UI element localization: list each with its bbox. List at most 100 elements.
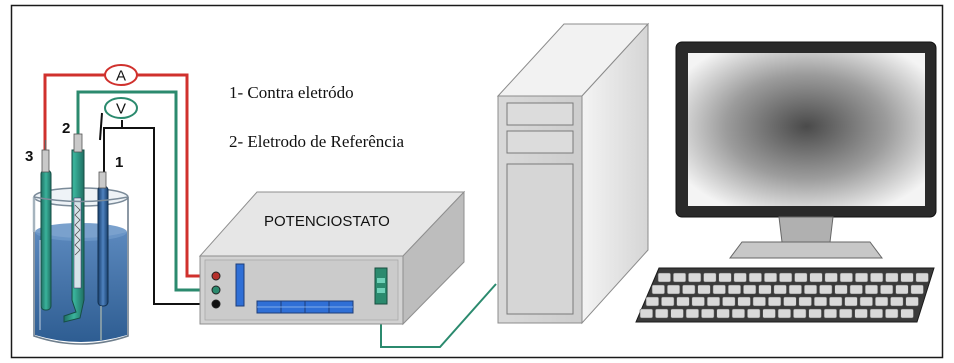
drive-bay-1 [506,102,574,126]
computer-cable [380,283,497,348]
counter-electrode-wire [43,73,106,168]
keyboard-key [762,308,776,319]
keyboard-key [733,272,747,283]
keyboard-key [703,272,717,283]
keyboard-key [712,284,726,295]
keyboard-key [685,308,700,319]
keyboard-key [706,296,721,307]
keyboard-key [794,272,808,283]
keyboard-key [884,308,899,319]
keyboard-key [828,296,843,307]
keyboard-key [758,284,772,295]
keyboard-key [676,296,690,307]
keyboard-key [657,272,671,283]
keyboard-key [660,296,675,307]
keyboard-key [854,308,868,319]
drive-bay-2 [506,130,574,154]
keyboard-key [839,272,853,283]
keyboard-key [666,284,681,295]
keyboard-key [682,284,696,295]
keyboard-key [748,272,762,283]
voltmeter: V [104,97,138,119]
electrode-label-2: 2 [62,120,70,137]
electrode-1 [97,171,109,340]
keyboard-key [859,296,874,307]
monitor [675,41,937,259]
keyboard-key [687,272,702,283]
keyboard-key [900,308,914,319]
working-terminal [211,299,221,309]
electrode-label-1: 1 [115,154,123,171]
keyboard [635,267,935,323]
keyboard-key [905,296,919,307]
keyboard-key [915,272,929,283]
keyboard-key [910,284,924,295]
keyboard-key [645,296,660,307]
keyboard-key [869,272,884,283]
keyboard-key [879,284,894,295]
keyboard-key [718,272,732,283]
keyboard-key [763,272,778,283]
reference-terminal [211,285,221,295]
keyboard-key [670,308,684,319]
working-electrode-wire [103,120,123,175]
legend-item-2: 2- Eletrodo de Referência [229,132,405,151]
keyboard-key [697,284,711,295]
keyboard-key [834,284,848,295]
keyboard-key [742,284,757,295]
keyboard-key [808,308,822,319]
keyboard-key [737,296,751,307]
potentiostat-label: POTENCIOSTATO [264,213,390,230]
voltmeter-label: V [116,101,126,118]
keyboard-key [869,308,884,319]
working-electrode-wire-2 [122,127,212,305]
keyboard-keys [639,272,929,319]
keyboard-key [813,296,828,307]
keyboard-key [773,284,787,295]
electrochemical-cell: 3 2 1 [25,120,129,345]
keyboard-key [752,296,767,307]
keyboard-key [838,308,853,319]
reference-electrode-wire [76,90,212,292]
keyboard-key [900,272,914,283]
keyboard-key [731,308,746,319]
keyboard-key [722,296,736,307]
potentiostat: POTENCIOSTATO [198,190,466,326]
keyboard-key [895,284,909,295]
keyboard-key [777,308,792,319]
ammeter-label: A [116,68,126,85]
keyboard-key [890,296,904,307]
ammeter: A [104,64,138,86]
keyboard-key [819,284,833,295]
keyboard-key [654,308,669,319]
keyboard-key [788,284,802,295]
keyboard-key [716,308,730,319]
electrode-3 [40,140,52,311]
keyboard-key [767,296,782,307]
keyboard-key [854,272,869,283]
keyboard-key [727,284,742,295]
keyboard-key [885,272,899,283]
pc-tower [496,22,650,325]
keyboard-key [803,284,818,295]
voltmeter-wire [99,112,103,141]
keyboard-key [651,284,665,295]
keyboard-key [672,272,687,283]
potentiostat-display [235,263,245,307]
keyboard-key [778,272,793,283]
keyboard-key [792,308,807,319]
electrode-label-3: 3 [25,148,33,165]
keyboard-key [824,272,838,283]
keyboard-key [783,296,797,307]
keyboard-key [691,296,705,307]
keyboard-key [746,308,761,319]
keyboard-key [874,296,889,307]
electrode-2 [63,133,85,323]
keyboard-key [700,308,715,319]
keyboard-key [849,284,863,295]
keyboard-key [809,272,823,283]
keyboard-key [798,296,812,307]
keyboard-key [823,308,838,319]
